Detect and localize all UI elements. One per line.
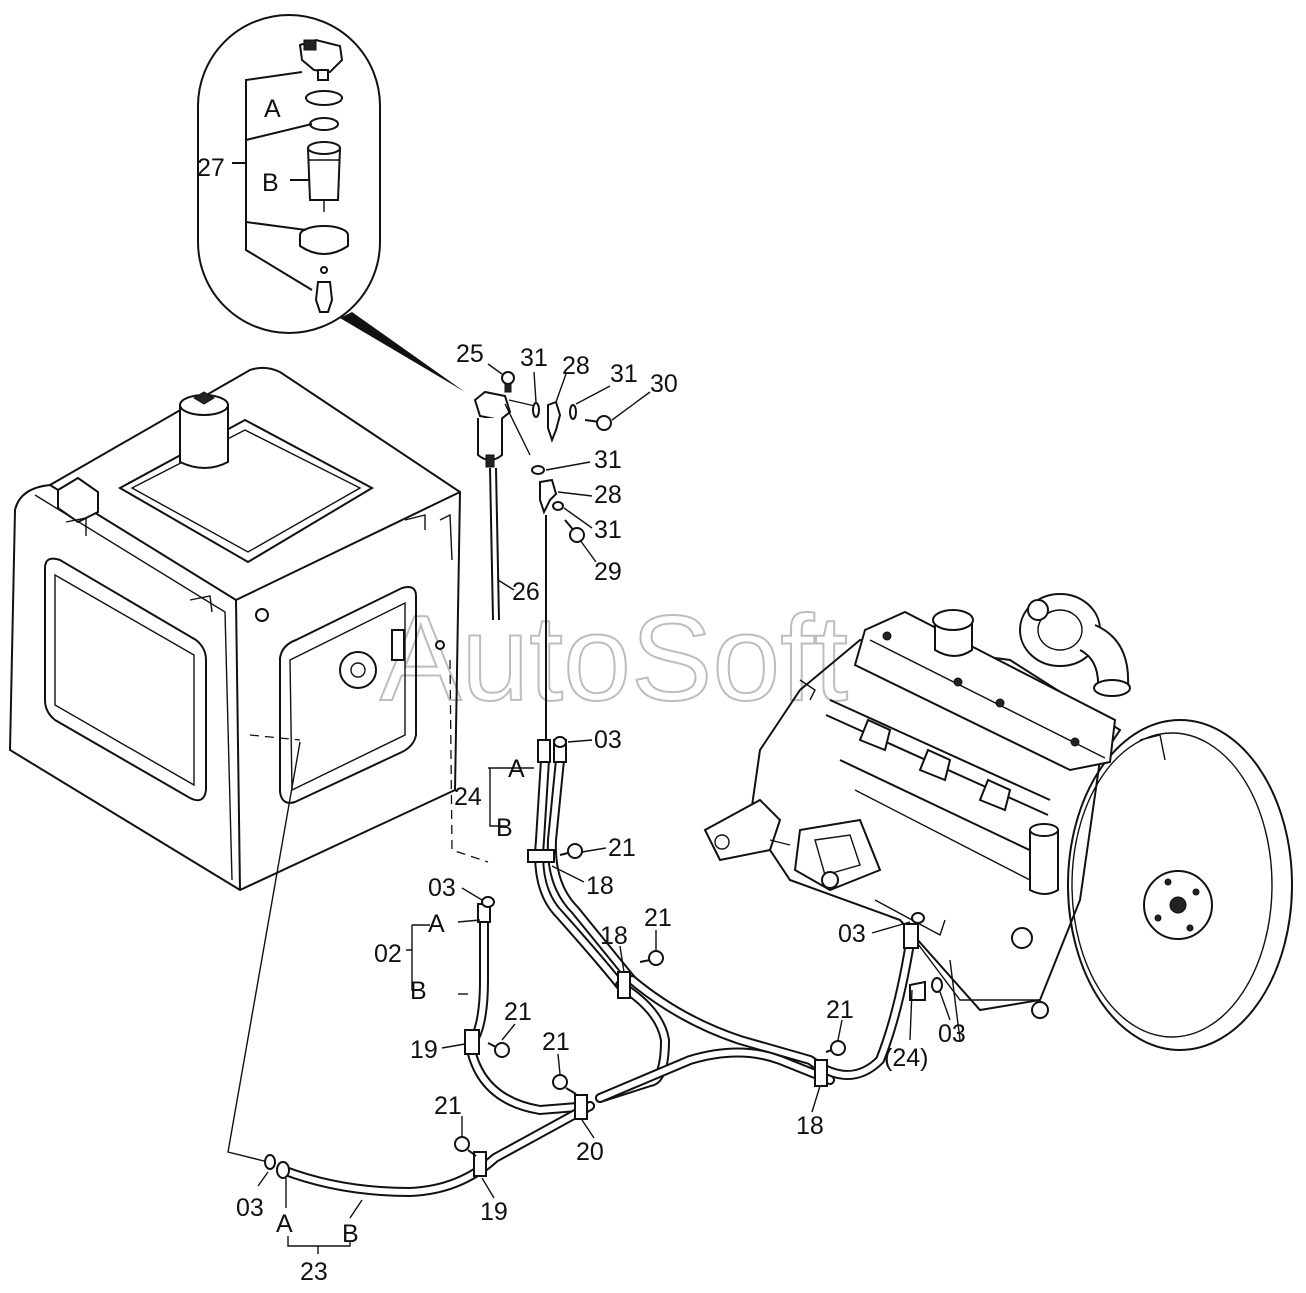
label-21: 21 <box>542 1028 570 1056</box>
label-27-a: A <box>264 95 281 123</box>
clamp-19b-icon <box>473 1151 487 1177</box>
label-03: 03 <box>236 1194 264 1222</box>
label-31: 31 <box>610 360 638 388</box>
label-02: 02 <box>374 940 402 968</box>
turbocharger-icon <box>1019 593 1131 697</box>
label-20: 20 <box>576 1138 604 1166</box>
label-23: 23 <box>300 1258 328 1286</box>
bolt-25-icon <box>501 371 515 393</box>
engine <box>703 593 1293 1051</box>
label-21: 21 <box>826 996 854 1024</box>
oil-filler-icon <box>932 609 974 657</box>
bolt-21d-icon <box>487 1042 510 1058</box>
label-28: 28 <box>594 481 622 509</box>
bolt-21a-icon <box>559 843 583 859</box>
clip-03b-icon <box>481 896 495 908</box>
clamp-18b-icon <box>617 971 631 999</box>
label-27-b: B <box>262 169 279 197</box>
label-25: 25 <box>456 340 484 368</box>
bolt-21c-icon <box>825 1040 846 1056</box>
bowl-ring-icon <box>299 225 349 255</box>
fuel-filter <box>473 390 536 621</box>
label-24-ref: (24) <box>884 1044 928 1072</box>
tank-return-line <box>449 659 489 863</box>
label-28: 28 <box>562 352 590 380</box>
washer-31b-icon <box>569 404 577 420</box>
clip-03e-icon <box>264 1154 276 1170</box>
label-31: 31 <box>520 344 548 372</box>
label-26: 26 <box>512 578 540 606</box>
label-21: 21 <box>644 904 672 932</box>
label-24-b: B <box>496 814 513 842</box>
label-19: 19 <box>410 1036 438 1064</box>
label-21: 21 <box>504 998 532 1026</box>
label-24-a: A <box>508 755 525 783</box>
bolt-21f-icon <box>454 1136 477 1157</box>
label-19: 19 <box>480 1198 508 1226</box>
washer-31c-icon <box>531 465 545 475</box>
clamp-20-icon <box>574 1094 588 1120</box>
level-gauge-icon <box>339 629 405 689</box>
bolt-29-icon <box>564 519 585 543</box>
label-03: 03 <box>838 920 866 948</box>
clip-03d-icon <box>931 977 943 993</box>
fitting-28b-icon <box>539 478 558 515</box>
label-23-a: A <box>276 1210 293 1238</box>
clamp-19a-icon <box>464 1029 480 1055</box>
label-18: 18 <box>600 922 628 950</box>
filter-detail-callout: 27 A B <box>197 14 465 392</box>
washer-31d-icon <box>552 501 564 511</box>
label-02-b: B <box>410 977 427 1005</box>
drain-plug-icon <box>314 281 334 313</box>
label-02-a: A <box>428 910 445 938</box>
label-24: 24 <box>454 783 482 811</box>
label-18: 18 <box>586 872 614 900</box>
label-23-b: B <box>342 1220 359 1248</box>
label-31: 31 <box>594 446 622 474</box>
bolt-21e-icon <box>552 1074 577 1095</box>
clamp-18a-icon <box>527 849 555 863</box>
clip-03a-icon <box>553 736 567 748</box>
label-21: 21 <box>608 834 636 862</box>
label-03: 03 <box>594 726 622 754</box>
filler-neck-icon <box>179 391 229 469</box>
label-30: 30 <box>650 370 678 398</box>
label-03: 03 <box>938 1020 966 1048</box>
filter-element-icon <box>306 141 342 212</box>
bolt-21b-icon <box>639 950 664 966</box>
label-31: 31 <box>594 516 622 544</box>
hose-trunk <box>595 923 926 1103</box>
leader-lines <box>257 363 951 1254</box>
clip-03c-icon <box>911 912 925 924</box>
label-21: 21 <box>434 1092 462 1120</box>
clamp-18c-icon <box>814 1059 828 1087</box>
o-ring-icon <box>305 90 343 106</box>
seal-ring-icon <box>309 117 339 131</box>
label-29: 29 <box>594 558 622 586</box>
bolt-30-icon <box>584 415 612 431</box>
fuel-tank <box>8 366 462 1163</box>
fitting-28-icon <box>547 400 562 443</box>
label-18: 18 <box>796 1112 824 1140</box>
filter-head-icon <box>298 38 344 81</box>
label-03: 03 <box>428 874 456 902</box>
label-27: 27 <box>197 154 225 182</box>
washer-31-icon <box>532 402 540 418</box>
